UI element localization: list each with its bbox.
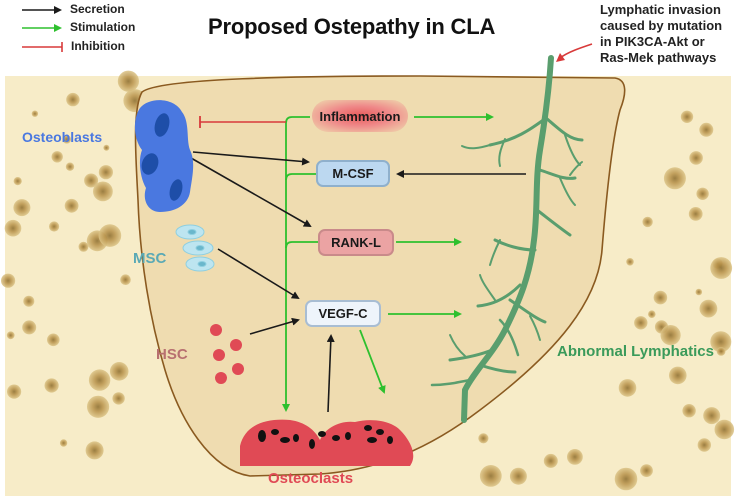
bone-pore [103,144,110,151]
bone-pore [699,122,714,137]
bone-pore [1,273,16,288]
bone-pore [714,419,735,440]
bone-pore [648,310,656,319]
bone-pore [634,316,648,330]
bone-pore [697,438,711,452]
secretion-network [190,151,526,413]
inflammation-node: Inflammation [312,100,408,132]
diagram-title: Proposed Ostepathy in CLA [208,14,496,39]
bone-pore [710,331,732,353]
bone-pore [695,288,703,296]
bone-pore [682,404,696,418]
osteoblasts-label: Osteoblasts [22,129,103,145]
bone-pores [1,70,735,491]
bone-pore [696,187,709,200]
abnormal-lymphatics-label: Abnormal Lymphatics [557,343,714,360]
bone-pore [567,449,583,465]
vegfc-node: VEGF-C [305,300,381,327]
bone-pore [51,151,63,163]
bone-pore [13,177,22,186]
bone-pore [49,221,60,232]
annotation-arrowhead [556,53,565,62]
bone-pore [88,369,111,391]
bone-pore [478,433,489,444]
bone-pore [626,258,634,266]
bone-pore [87,395,110,418]
bone-pore [78,241,89,252]
hsc-cells [210,324,244,384]
bone-pore [703,407,721,425]
msc-cells [175,224,215,272]
stimulation-network [282,113,494,412]
bone-pore [85,441,104,460]
bone-pore [7,384,22,399]
bone-pore [98,224,122,247]
bone-pore [716,347,726,356]
legend-secretion-label: Secretion [70,2,125,16]
lymphatic-vessel [430,55,584,423]
bone-pore [543,453,558,468]
bone-pore [62,135,72,144]
bone-pore [618,379,637,397]
legend-inhibition-label: Inhibition [71,39,125,53]
bone-pore [65,162,75,171]
mutation-annotation: Lymphatic invasion caused by mutation in… [600,2,737,66]
bone-pore [614,467,638,491]
bone-pore [98,165,113,180]
bone-pore [112,392,125,405]
hsc-label: HSC [156,346,188,363]
bone-pore [84,173,99,188]
bone-pore [509,467,527,485]
bone-pore [688,207,703,221]
bone-pore [699,299,718,318]
bone-pore [120,274,131,286]
annotation-line: Ras-Mek pathways [600,50,717,65]
bone-pore [109,362,129,381]
bone-pore [22,320,37,335]
bone-pore [660,325,681,346]
bone-pore [663,167,686,190]
bone-pore [31,110,39,117]
annotation-arrow [559,43,593,59]
annotation-line: caused by mutation [600,18,723,33]
bone-pore [653,290,668,305]
msc-label: MSC [133,250,167,267]
bone-pore [710,257,733,279]
marrow-cavity [134,75,626,477]
osteoblast-cells [134,100,194,212]
bone-pore [93,181,113,202]
bone-pore [64,198,79,213]
annotation-line: in PIK3CA-Akt or [600,34,705,49]
bone-pore [689,151,703,165]
bone-pore [680,110,694,124]
legend-stimulation-label: Stimulation [70,20,136,34]
bone-pore [59,439,68,447]
bone-pore [6,331,15,340]
bone-pore [66,92,80,107]
bone-pore [23,295,35,307]
bone-pore [47,333,60,347]
mcsf-node: M-CSF [316,160,390,187]
bone-pore [669,366,687,385]
bone-pore [640,464,653,477]
rankl-node: RANK-L [318,229,394,256]
bone-pore [117,70,139,92]
bone-pore [13,199,31,217]
osteoclast-cells [240,419,414,466]
bone-pore [479,465,502,487]
osteoclasts-label: Osteoclasts [268,470,354,487]
bone-pore [4,219,22,237]
bone-pore [44,378,59,393]
bone-pore [642,216,653,228]
annotation-line: Lymphatic invasion [600,2,721,17]
